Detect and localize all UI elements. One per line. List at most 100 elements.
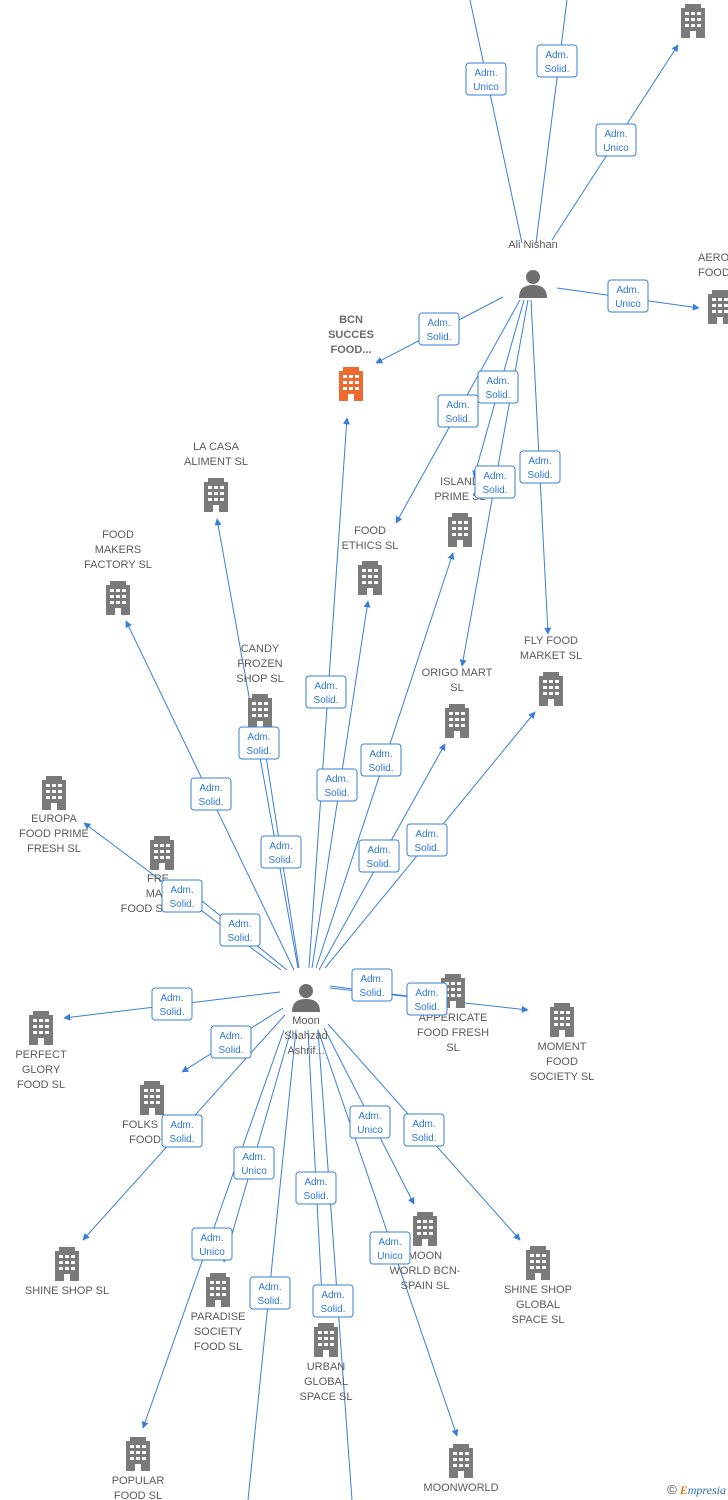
role-badge[interactable]: Adm.Solid. (358, 839, 400, 873)
company-label: EUROPA (31, 813, 77, 825)
role-badge[interactable]: Adm.Solid. (249, 1276, 291, 1310)
role-badge[interactable]: Adm.Solid. (418, 312, 460, 346)
role-badge[interactable]: Adm.Solid. (151, 987, 193, 1021)
role-badge-text: Solid. (324, 788, 349, 799)
role-badge[interactable]: Adm.Solid. (161, 1114, 203, 1148)
role-badge[interactable]: Adm.Solid. (477, 370, 519, 404)
role-badge-text: Unico (603, 143, 629, 154)
role-badge-text: Solid. (426, 332, 451, 343)
company-label: POPULAR (112, 1475, 165, 1487)
company-label: SOCIETY (194, 1326, 243, 1338)
company-label: MARKET SL (520, 650, 582, 662)
company-node-bcn[interactable]: BCNSUCCESFOOD... (328, 314, 374, 401)
company-node-aero[interactable]: AERO FOOD (698, 252, 728, 324)
role-badge[interactable]: Adm.Unico (369, 1231, 411, 1265)
role-badge[interactable]: Adm.Solid. (474, 465, 516, 499)
role-badge-text: Solid. (485, 390, 510, 401)
person-icon (519, 270, 547, 298)
role-badge-text: Adm. (321, 1290, 344, 1301)
building-icon (681, 4, 705, 38)
role-badge-text: Adm. (360, 974, 383, 985)
company-label: ISLAND (440, 476, 480, 488)
company-node-shine[interactable]: SHINE SHOP SL (25, 1247, 109, 1297)
role-badge[interactable]: Adm.Solid. (305, 675, 347, 709)
brand-initial: E (679, 1483, 688, 1497)
role-badge-text: Solid. (414, 1002, 439, 1013)
role-badge[interactable]: Adm.Unico (465, 62, 507, 96)
role-badge[interactable]: Adm.Solid. (406, 982, 448, 1016)
person-node-ali[interactable]: Ali Nishan (508, 239, 558, 298)
role-badge-text: Adm. (325, 774, 348, 785)
company-node-moonworld[interactable]: MOONWORLD (423, 1444, 499, 1494)
role-badge-text: Solid. (227, 933, 252, 944)
role-badge-text: Unico (377, 1251, 403, 1262)
role-badge[interactable]: Adm.Solid. (437, 394, 479, 428)
role-badge[interactable]: Adm.Unico (595, 123, 637, 157)
role-badge[interactable]: Adm.Solid. (295, 1171, 337, 1205)
edge-labels-layer: Adm.UnicoAdm.Solid.Adm.UnicoAdm.UnicoAdm… (151, 44, 649, 1318)
role-badge-text: Solid. (320, 1304, 345, 1315)
role-badge-text: Solid. (218, 1045, 243, 1056)
role-badge-text: Solid. (159, 1007, 184, 1018)
person-node-moon[interactable]: MoonShahzadAshrif... (284, 984, 328, 1057)
role-badge-text: Adm. (369, 749, 392, 760)
role-badge[interactable]: Adm.Unico (233, 1146, 275, 1180)
role-badge[interactable]: Adm.Solid. (219, 913, 261, 947)
company-label: FRESH SL (27, 843, 81, 855)
company-label: AERO (698, 252, 728, 264)
company-node-moonworldbcn[interactable]: MOONWORLD BCN-SPAIN SL (390, 1212, 461, 1292)
role-badge[interactable]: Adm.Solid. (519, 450, 561, 484)
role-badge[interactable]: Adm. Solid. (316, 768, 358, 802)
role-badge[interactable]: Adm.Solid. (161, 879, 203, 913)
role-badge[interactable]: Adm.Solid. (260, 835, 302, 869)
building-icon (55, 1247, 79, 1281)
company-label: FOOD SL (17, 1079, 65, 1091)
company-label: GLOBAL (304, 1376, 348, 1388)
role-badge[interactable]: Adm.Solid. (238, 726, 280, 760)
role-badge[interactable]: Adm.Solid. (190, 777, 232, 811)
company-node-c_top[interactable] (681, 4, 705, 38)
role-badge[interactable]: Adm.Unico (191, 1227, 233, 1261)
role-badge[interactable]: Adm.Unico (349, 1105, 391, 1139)
role-badge[interactable]: Adm.Unico (607, 279, 649, 313)
company-label: URBAN (307, 1361, 346, 1373)
building-icon (248, 694, 272, 728)
role-badge[interactable]: Adm.Solid. (360, 743, 402, 777)
company-label: FOOD (698, 267, 728, 279)
building-icon (42, 776, 66, 810)
role-badge[interactable]: Adm.Solid. (536, 44, 578, 78)
role-badge-text: Solid. (169, 1134, 194, 1145)
role-badge[interactable]: Adm. Solid. (312, 1284, 354, 1318)
empresia-credit[interactable]: ©Empresia (667, 1482, 726, 1498)
role-badge-text: Solid. (303, 1191, 328, 1202)
role-badge-text: Solid. (359, 988, 384, 999)
edge-moon-bottom_b (317, 1029, 353, 1500)
role-badge-text: Solid. (482, 485, 507, 496)
role-badge[interactable]: Adm.Solid. (210, 1025, 252, 1059)
role-badge[interactable]: Adm.Solid. (403, 1113, 445, 1147)
role-badge-text: Unico (241, 1166, 267, 1177)
role-badge[interactable]: Adm.Solid. (406, 823, 448, 857)
role-badge[interactable]: Adm. Solid. (351, 968, 393, 1002)
edge-ali-top_b (535, 0, 568, 244)
company-label: SPAIN SL (401, 1280, 450, 1292)
copyright-icon: © (667, 1482, 677, 1497)
person-label: Shahzad (284, 1030, 327, 1042)
